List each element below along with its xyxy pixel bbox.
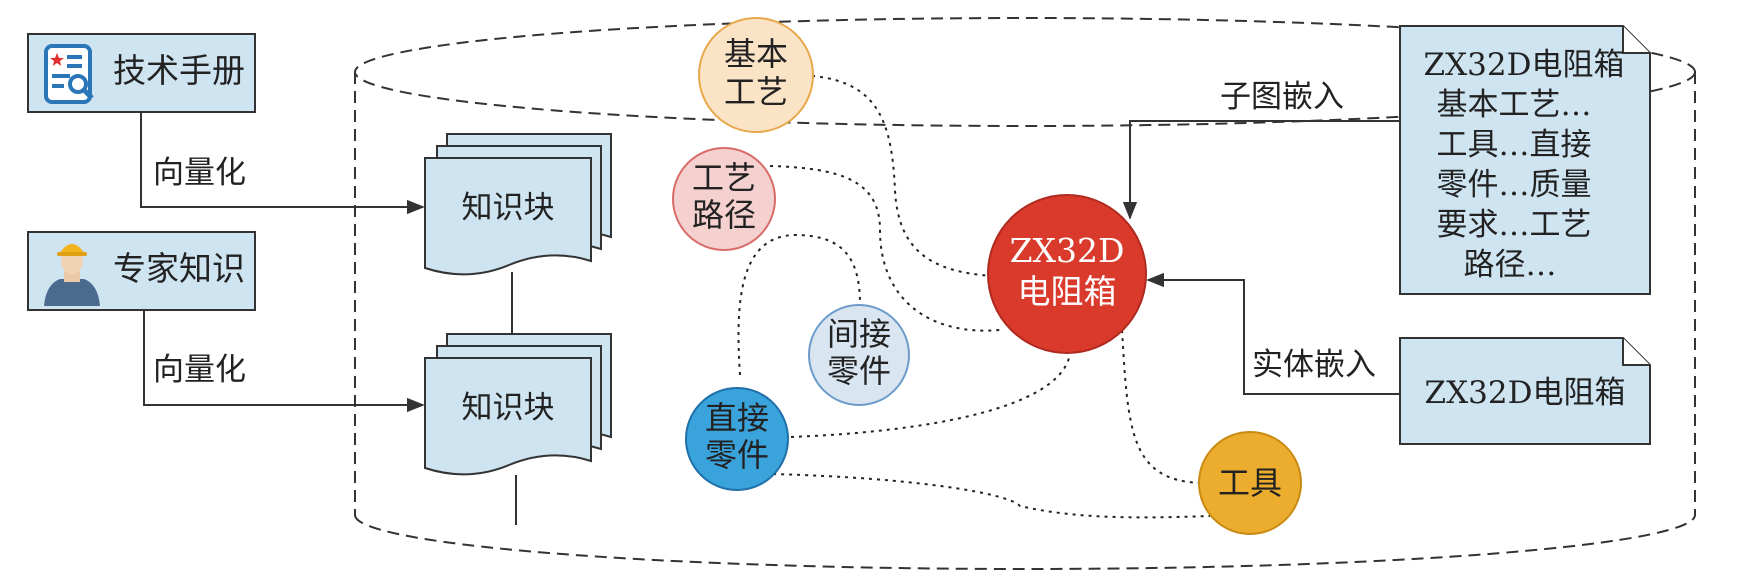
edge-direct-tool (772, 473, 1211, 519)
knowledge-block-1 (424, 133, 612, 276)
node-tool: 工具 (1198, 431, 1302, 535)
svg-text:基本: 基本 (724, 35, 788, 73)
svg-text:间接: 间接 (827, 315, 891, 353)
svg-text:路径: 路径 (692, 196, 756, 234)
node-basic-process: 基本 工艺 (698, 17, 814, 133)
expert-source-label: 专家知识 (113, 249, 245, 288)
graph-edges (737, 75, 1211, 519)
svg-text:工具: 工具 (1218, 464, 1282, 502)
edge-center-tool (1121, 329, 1201, 484)
entity-embedding-connector (1146, 272, 1400, 395)
knowledge-block-1-label: 知识块 (462, 190, 555, 226)
svg-text:工艺: 工艺 (724, 73, 788, 111)
svg-text:直接: 直接 (705, 399, 769, 437)
knowledge-block-2 (424, 333, 612, 476)
svg-text:要求…工艺: 要求…工艺 (1437, 207, 1592, 243)
document-search-icon (44, 44, 94, 104)
edge-process-route (769, 165, 1001, 332)
svg-text:ZX32D: ZX32D (1010, 231, 1125, 270)
node-indirect-part: 间接 零件 (808, 304, 910, 406)
knowledge-block-2-label: 知识块 (462, 390, 555, 426)
entity-embedding-note: ZX32D电阻箱 (1399, 337, 1651, 445)
node-center-resistor-box: ZX32D 电阻箱 (987, 194, 1147, 354)
edge-direct-indirect (737, 233, 861, 376)
vectorize-connector-1 (140, 112, 425, 215)
node-process-route: 工艺 路径 (672, 147, 776, 251)
vectorize-label-2: 向量化 (153, 352, 246, 388)
svg-text:工艺: 工艺 (692, 159, 756, 197)
vectorize-connector-2 (143, 310, 425, 413)
manual-source-box: 技术手册 (27, 33, 256, 113)
svg-text:路径…: 路径… (1464, 247, 1557, 283)
vectorize-label-1: 向量化 (153, 155, 246, 191)
manual-source-label: 技术手册 (113, 51, 245, 90)
svg-text:零件…质量: 零件…质量 (1437, 167, 1592, 203)
svg-text:ZX32D电阻箱: ZX32D电阻箱 (1425, 375, 1626, 411)
svg-text:零件: 零件 (827, 352, 891, 390)
edge-basic-process (811, 75, 994, 277)
svg-text:零件: 零件 (705, 436, 769, 474)
subgraph-embedding-note: ZX32D电阻箱 基本工艺… 工具…直接 零件…质量 要求…工艺 路径… (1399, 25, 1651, 295)
node-direct-part: 直接 零件 (685, 387, 789, 491)
svg-text:ZX32D电阻箱: ZX32D电阻箱 (1424, 47, 1625, 83)
edge-direct-center (790, 353, 1071, 438)
knowledge-database-cylinder (354, 17, 1696, 570)
entity-embedding-label: 实体嵌入 (1252, 347, 1376, 383)
svg-text:工具…直接: 工具…直接 (1437, 127, 1592, 163)
svg-text:基本工艺…: 基本工艺… (1437, 87, 1592, 123)
svg-text:电阻箱: 电阻箱 (1018, 272, 1117, 311)
expert-source-box: 专家知识 (27, 231, 256, 311)
subgraph-embedding-label: 子图嵌入 (1220, 79, 1344, 115)
expert-person-icon (44, 244, 100, 306)
subgraph-embedding-connector (1122, 120, 1400, 220)
